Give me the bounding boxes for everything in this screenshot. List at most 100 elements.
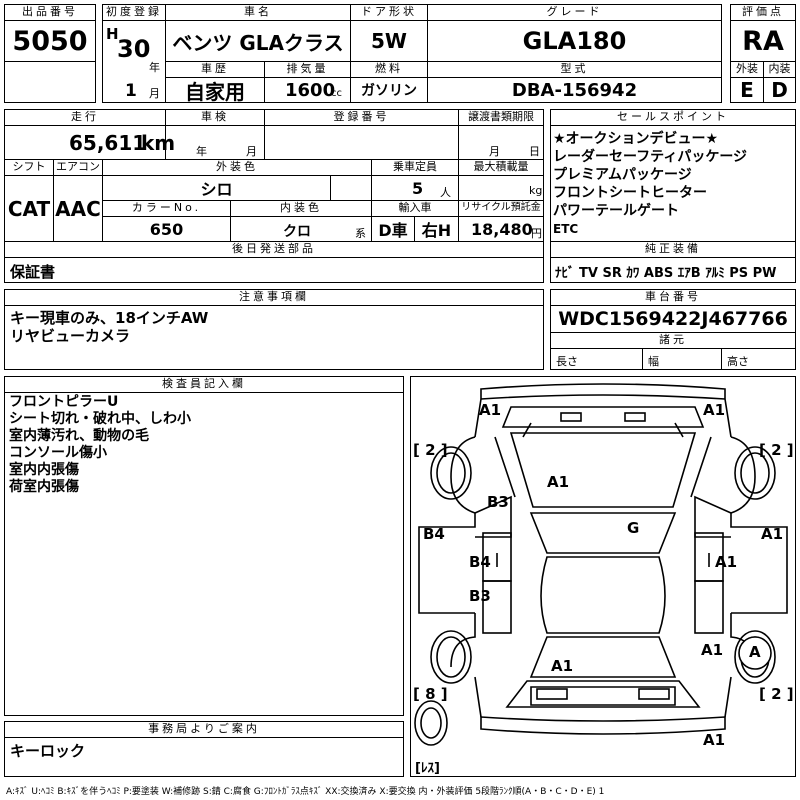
- spec-width-label: 幅: [648, 355, 659, 368]
- damage-diagram: A1 A1 [ 2 ] [ 2 ] A1 B3 G B4 A1 B4 A1 B3…: [410, 376, 796, 777]
- model-label: 型式: [427, 61, 722, 78]
- first-reg-box: H 30 年 1 月: [102, 20, 166, 103]
- interior-color-suffix: 系: [355, 227, 366, 240]
- inspector-line: シート切れ・破れ中、しわ小: [9, 411, 191, 427]
- registration-box: [264, 125, 459, 160]
- spare-label: [ﾚｽ]: [415, 761, 440, 776]
- spec-width: 幅: [642, 348, 722, 370]
- damage-label: A1: [703, 401, 726, 419]
- first-reg-month-unit: 月: [149, 87, 160, 100]
- damage-label: A1: [479, 401, 502, 419]
- exterior-color-blank: [330, 175, 372, 201]
- equipment: ﾅﾋﾞ TV SR ｶﾜ ABS ｴｱB ｱﾙﾐ PS PW: [555, 266, 777, 281]
- fuel-label: 燃料: [350, 61, 428, 78]
- equipment-label: 純正装備: [550, 241, 796, 258]
- damage-label: A1: [715, 553, 738, 571]
- damage-label: A1: [701, 641, 724, 659]
- transfer-month-unit: 月: [489, 145, 500, 158]
- max-load-label: 最大積載量: [458, 159, 544, 176]
- score-label: 評価点: [730, 4, 796, 21]
- inspector-line: 室内内張傷: [9, 462, 79, 478]
- inspector-line: コンソール傷小: [9, 445, 107, 461]
- damage-label: A1: [551, 657, 574, 675]
- model-code: DBA-156942: [427, 77, 722, 103]
- damage-label: A1: [703, 731, 726, 749]
- mileage-unit: km: [141, 131, 176, 155]
- first-reg-label: 初度登録: [102, 4, 166, 21]
- interior-score-label: 内装: [763, 61, 796, 78]
- damage-label: A1: [761, 525, 784, 543]
- damage-label: G: [627, 519, 640, 537]
- shift: CAT: [4, 175, 54, 242]
- capacity-unit: 人: [440, 186, 451, 199]
- fuel: ガソリン: [350, 77, 428, 103]
- tire-label: [ 8 ]: [413, 685, 448, 703]
- inspector-line: 室内薄汚れ、動物の毛: [9, 428, 150, 444]
- recycle-unit: 円: [531, 227, 542, 240]
- aircon: AAC: [53, 175, 103, 242]
- displacement-unit: cc: [331, 88, 342, 99]
- car-outline: [414, 383, 788, 746]
- first-reg-month: 1: [125, 81, 137, 101]
- interior-score: D: [763, 77, 796, 103]
- note-line: リヤビューカメラ: [10, 327, 131, 345]
- max-load-box: kg: [458, 175, 544, 201]
- sales-points-label: セールスポイント: [550, 109, 796, 126]
- shift-label: シフト: [4, 159, 54, 176]
- capacity-box: 5 人: [371, 175, 459, 201]
- inspection-year-unit: 年: [196, 145, 207, 158]
- tire-label: [ 2 ]: [759, 685, 794, 703]
- later-parts-label: 後日発送部品: [4, 241, 544, 258]
- displacement-label: 排気量: [264, 61, 351, 78]
- mileage-box: 65,611 km: [4, 125, 175, 160]
- inspector-box: フロントピラーU シート切れ・破れ中、しわ小 室内薄汚れ、動物の毛 コンソール傷…: [4, 392, 404, 716]
- sales-point-item: ETC: [553, 222, 579, 236]
- inspector-line: フロントピラーU: [9, 394, 119, 410]
- office-note: キーロック: [10, 742, 86, 760]
- recycle: 18,480: [471, 220, 533, 239]
- grade-label: グレード: [427, 4, 722, 21]
- spec-height-label: 高さ: [727, 355, 749, 368]
- mileage: 65,611: [69, 131, 147, 155]
- mileage-label: 走行: [4, 109, 166, 126]
- inspector-label: 検査員記入欄: [4, 376, 404, 393]
- import-label: 輸入車: [371, 200, 459, 217]
- max-load-unit: kg: [529, 184, 543, 197]
- spec-length-label: 長さ: [556, 355, 578, 368]
- capacity-label: 乗車定員: [371, 159, 459, 176]
- history: 自家用: [165, 77, 265, 104]
- interior-color-label: 内装色: [230, 200, 372, 217]
- capacity: 5: [412, 179, 424, 198]
- tire-label: [ 2 ]: [759, 441, 794, 459]
- chassis-label: 車台番号: [550, 289, 796, 306]
- tire-label: [ 2 ]: [413, 441, 448, 459]
- color-no-label: カラーNo.: [102, 200, 231, 217]
- transfer-box: 月 日: [458, 125, 544, 160]
- spec-height: 高さ: [721, 348, 796, 370]
- inspection-month-unit: 月: [246, 145, 257, 158]
- damage-label: B4: [469, 553, 491, 571]
- damage-label: B3: [469, 587, 491, 605]
- inspector-line: 荷室内張傷: [9, 479, 79, 495]
- score: RA: [730, 20, 796, 62]
- car-name: ベンツ GLAクラス: [165, 20, 351, 62]
- office-label: 事務局よりご案内: [4, 721, 404, 738]
- first-reg-year-unit: 年: [149, 61, 160, 74]
- damage-label: A1: [547, 473, 570, 491]
- aircon-label: エアコン: [53, 159, 103, 176]
- sales-point-item: パワーテールゲート: [553, 203, 679, 219]
- legend: A:ｷｽﾞ U:ﾍｺﾐ B:ｷｽﾞを伴うﾍｺﾐ P:要塗装 W:補修跡 S:錆 …: [6, 787, 605, 797]
- door-label: ドア形状: [350, 4, 428, 21]
- sales-point-item: プレミアムパッケージ: [553, 167, 692, 183]
- lot-blank: [4, 61, 96, 103]
- lot-number: 5050: [4, 20, 96, 62]
- sales-point-item: フロントシートヒーター: [553, 185, 707, 201]
- note-line: キー現車のみ、18インチAW: [10, 309, 209, 327]
- color-no: 650: [102, 216, 231, 242]
- displacement: 1600: [285, 80, 336, 101]
- grade: GLA180: [427, 20, 722, 62]
- import-steering: 右H: [414, 216, 459, 242]
- exterior-score: E: [730, 77, 764, 103]
- sales-points-box: ★オークションデビュー★ レーダーセーフティパッケージ プレミアムパッケージ フ…: [550, 125, 796, 242]
- inspection-box: 年 月: [165, 125, 265, 160]
